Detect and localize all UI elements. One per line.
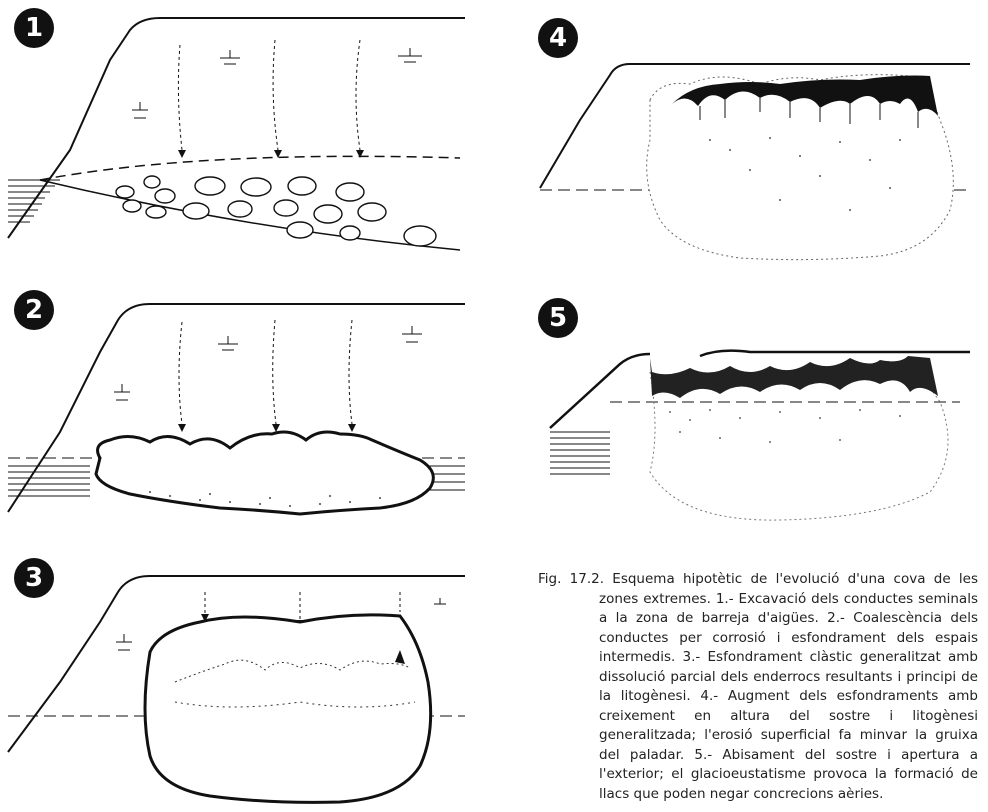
- panel-5-diagram: [520, 292, 988, 542]
- panel-4-diagram: [520, 0, 988, 270]
- panel-3-diagram: [0, 552, 470, 810]
- figure-caption: Fig. 17.2. Esquema hipotètic de l'evoluc…: [538, 570, 978, 804]
- panel-5-number-badge: 5: [538, 298, 578, 338]
- panel-2-diagram: [0, 282, 470, 532]
- panel-5: 5: [520, 292, 988, 542]
- panel-2-number-badge: 2: [14, 290, 54, 330]
- figure-label: Fig. 17.2.: [538, 571, 604, 587]
- panel-1-diagram: [0, 0, 470, 260]
- panel-4-number-badge: 4: [538, 18, 578, 58]
- panel-2: 2: [0, 282, 470, 532]
- panel-3: 3: [0, 552, 470, 810]
- figure-caption-text: Esquema hipotètic de l'evolució d'una co…: [599, 571, 978, 802]
- panel-1-number-badge: 1: [14, 8, 54, 48]
- panel-3-number-badge: 3: [14, 558, 54, 598]
- panel-4: 4: [520, 0, 988, 270]
- panel-1: 1: [0, 0, 470, 260]
